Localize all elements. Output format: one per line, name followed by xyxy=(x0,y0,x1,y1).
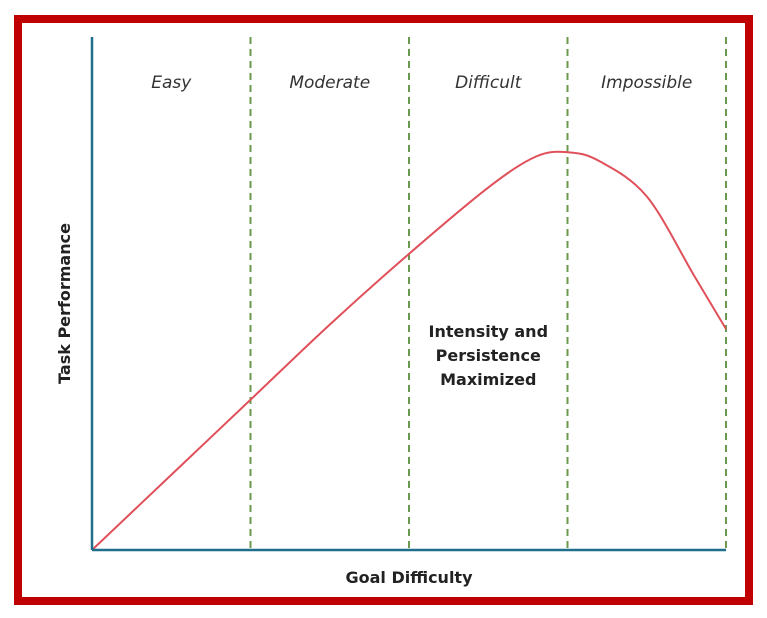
zone-labels: Easy Moderate Difficult Impossible xyxy=(151,73,692,93)
x-axis-title: Goal Difficulty xyxy=(345,568,473,587)
zone-label: Moderate xyxy=(289,73,370,93)
zone-label: Difficult xyxy=(455,73,523,93)
performance-curve xyxy=(91,150,727,551)
zone-label: Easy xyxy=(151,73,192,93)
y-axis-title: Task Performance xyxy=(55,223,74,384)
zone-label: Impossible xyxy=(601,73,692,93)
annotation-line: Persistence xyxy=(436,346,541,365)
zone-dividers xyxy=(249,37,727,550)
annotation-line: Maximized xyxy=(440,370,536,389)
annotation-line: Intensity and xyxy=(428,322,548,341)
